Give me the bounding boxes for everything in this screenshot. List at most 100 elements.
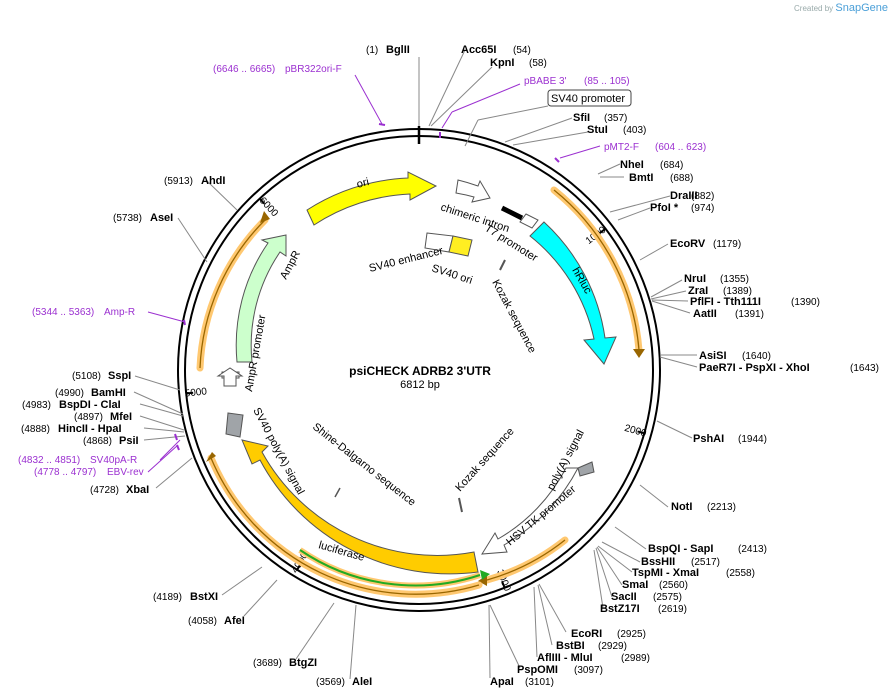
site-pos: (4888) (21, 424, 50, 435)
site-name-pspomi[interactable]: PspOMI (517, 664, 558, 676)
site-pos: (1389) (723, 286, 752, 297)
site-name-bstxi[interactable]: BstXI (190, 591, 218, 603)
ori-feature[interactable] (306, 171, 438, 226)
site-pos: (1391) (735, 309, 764, 320)
tick-mark (501, 580, 506, 589)
primer-pbabe3[interactable]: pBABE 3' (524, 76, 567, 87)
sv40-promoter-box[interactable] (547, 89, 632, 107)
site-name-alei[interactable]: AleI (352, 676, 372, 688)
site-name-mfei[interactable]: MfeI (110, 411, 132, 423)
site-pos: (5913) (164, 176, 193, 187)
site-name-bsshii[interactable]: BssHII (641, 556, 675, 568)
luciferase-feature[interactable] (241, 439, 479, 575)
site-name-noti[interactable]: NotI (671, 501, 692, 513)
sv40-ori-feature[interactable] (448, 235, 473, 257)
site-name-sspi[interactable]: SspI (108, 370, 131, 382)
site-pos: (2925) (617, 629, 646, 640)
site-name-btgzi[interactable]: BtgZI (289, 657, 317, 669)
primer-amp-r[interactable]: Amp-R (104, 307, 135, 318)
site-name-ahdi[interactable]: AhdI (201, 175, 225, 187)
site-name-asei[interactable]: AseI (150, 212, 173, 224)
sv40-promoter-leader2 (464, 119, 479, 147)
site-name-acc65i[interactable]: Acc65I (461, 44, 496, 56)
site-name-sacii[interactable]: SacII (611, 591, 637, 603)
site-name-afliii[interactable]: AflIII - MluI (537, 652, 593, 664)
site-name-draiii[interactable]: DraIII (670, 190, 698, 202)
orf-arrow-rluc (633, 349, 645, 358)
hsv-tk-feature[interactable] (481, 467, 579, 555)
site-name-zrai[interactable]: ZraI (688, 285, 708, 297)
primer-marks (174, 123, 560, 451)
site-name-pflfi[interactable]: PflFI - Tth111I (690, 296, 761, 308)
primer-pbr322ori-f[interactable]: pBR322ori-F (285, 64, 342, 75)
site-name-asisi[interactable]: AsiSI (699, 350, 727, 362)
site-pos: (4189) (153, 592, 182, 603)
plasmid-length: 6812 bp (400, 379, 440, 391)
primer-range: (4832 .. 4851) (18, 455, 80, 466)
site-name-ecori[interactable]: EcoRI (571, 628, 602, 640)
site-name-kpni[interactable]: KpnI (490, 57, 514, 69)
site-pos: (2619) (658, 604, 687, 615)
orf-line-rluc (553, 189, 640, 351)
site-name-bamhi[interactable]: BamHI (91, 387, 126, 399)
site-name-pfoi[interactable]: PfoI * (650, 202, 679, 214)
site-pos: (4990) (55, 388, 84, 399)
polya-signal-feature[interactable] (577, 461, 595, 477)
orf-arrow-luc (206, 452, 216, 462)
site-pos: (1640) (742, 351, 771, 362)
site-pos: (1643) (850, 363, 879, 374)
chimeric-intron-feature[interactable] (455, 179, 491, 203)
ampr-promoter-arrow[interactable] (216, 367, 244, 387)
tick-mark (637, 430, 645, 435)
tick-mark (258, 197, 266, 205)
site-pos: (5108) (72, 371, 101, 382)
site-name-hincii[interactable]: HincII - HpaI (58, 423, 122, 435)
site-name-psii[interactable]: PsiI (119, 435, 139, 447)
site-name-bspqi[interactable]: BspQI - SapI (648, 543, 713, 555)
primer-ebv-rev[interactable]: EBV-rev (107, 467, 144, 478)
sd-mark (334, 487, 341, 498)
sv40-polya-feature[interactable] (225, 412, 244, 438)
site-name-apai[interactable]: ApaI (490, 676, 514, 688)
shine-dalgarno-label: Shine-Dalgarno sequence (310, 421, 418, 509)
ori-label: ori (355, 176, 370, 191)
site-pos: (882) (691, 191, 714, 202)
kozak-bottom-label: Kozak sequence (453, 426, 516, 494)
site-pos: (2989) (621, 653, 650, 664)
credit-prefix: Created by (794, 4, 834, 13)
primer-range: (85 .. 105) (584, 76, 630, 87)
primer-range: (5344 .. 5363) (32, 307, 94, 318)
tick-label: 5000 (184, 386, 208, 399)
site-name-aatii[interactable]: AatII (693, 308, 717, 320)
site-name-xbai[interactable]: XbaI (126, 484, 149, 496)
primer-sv40pa-r[interactable]: SV40pA-R (90, 455, 137, 466)
hrluc-feature[interactable] (529, 221, 617, 365)
site-name-sfii[interactable]: SfiI (573, 112, 590, 124)
primer-pmt2-f[interactable]: pMT2-F (604, 142, 639, 153)
site-pos: (974) (691, 203, 714, 214)
site-name-bstbi[interactable]: BstBI (556, 640, 585, 652)
site-name-afei[interactable]: AfeI (224, 615, 245, 627)
site-name-ecorv[interactable]: EcoRV (670, 238, 706, 250)
ampr-feature[interactable] (235, 234, 287, 363)
site-name-smai[interactable]: SmaI (622, 579, 648, 591)
site-name-paer7i[interactable]: PaeR7I - PspXI - XhoI (699, 362, 810, 374)
site-name-tspmi[interactable]: TspMI - XmaI (632, 567, 699, 579)
site-name-bspdi[interactable]: BspDI - ClaI (59, 399, 121, 411)
orf-line-ampr (199, 219, 266, 369)
site-name-bmti[interactable]: BmtI (629, 172, 653, 184)
site-name-stui[interactable]: StuI (587, 124, 608, 136)
site-name-bglii[interactable]: BglII (386, 44, 410, 56)
sv40-ori-label: SV40 ori (430, 262, 474, 286)
snapgene-credit: Created by SnapGene (794, 2, 888, 14)
orf-line-luc (210, 457, 480, 595)
site-name-bstz17i[interactable]: BstZ17I (600, 603, 640, 615)
site-name-nhei[interactable]: NheI (620, 159, 644, 171)
intron-small-feature[interactable] (519, 213, 539, 229)
site-pos: (2929) (598, 641, 627, 652)
site-leader-lines (133, 49, 698, 680)
tick-label: 6000 (257, 195, 281, 219)
site-name-pshai[interactable]: PshAI (693, 433, 724, 445)
site-name-nrui[interactable]: NruI (684, 273, 706, 285)
